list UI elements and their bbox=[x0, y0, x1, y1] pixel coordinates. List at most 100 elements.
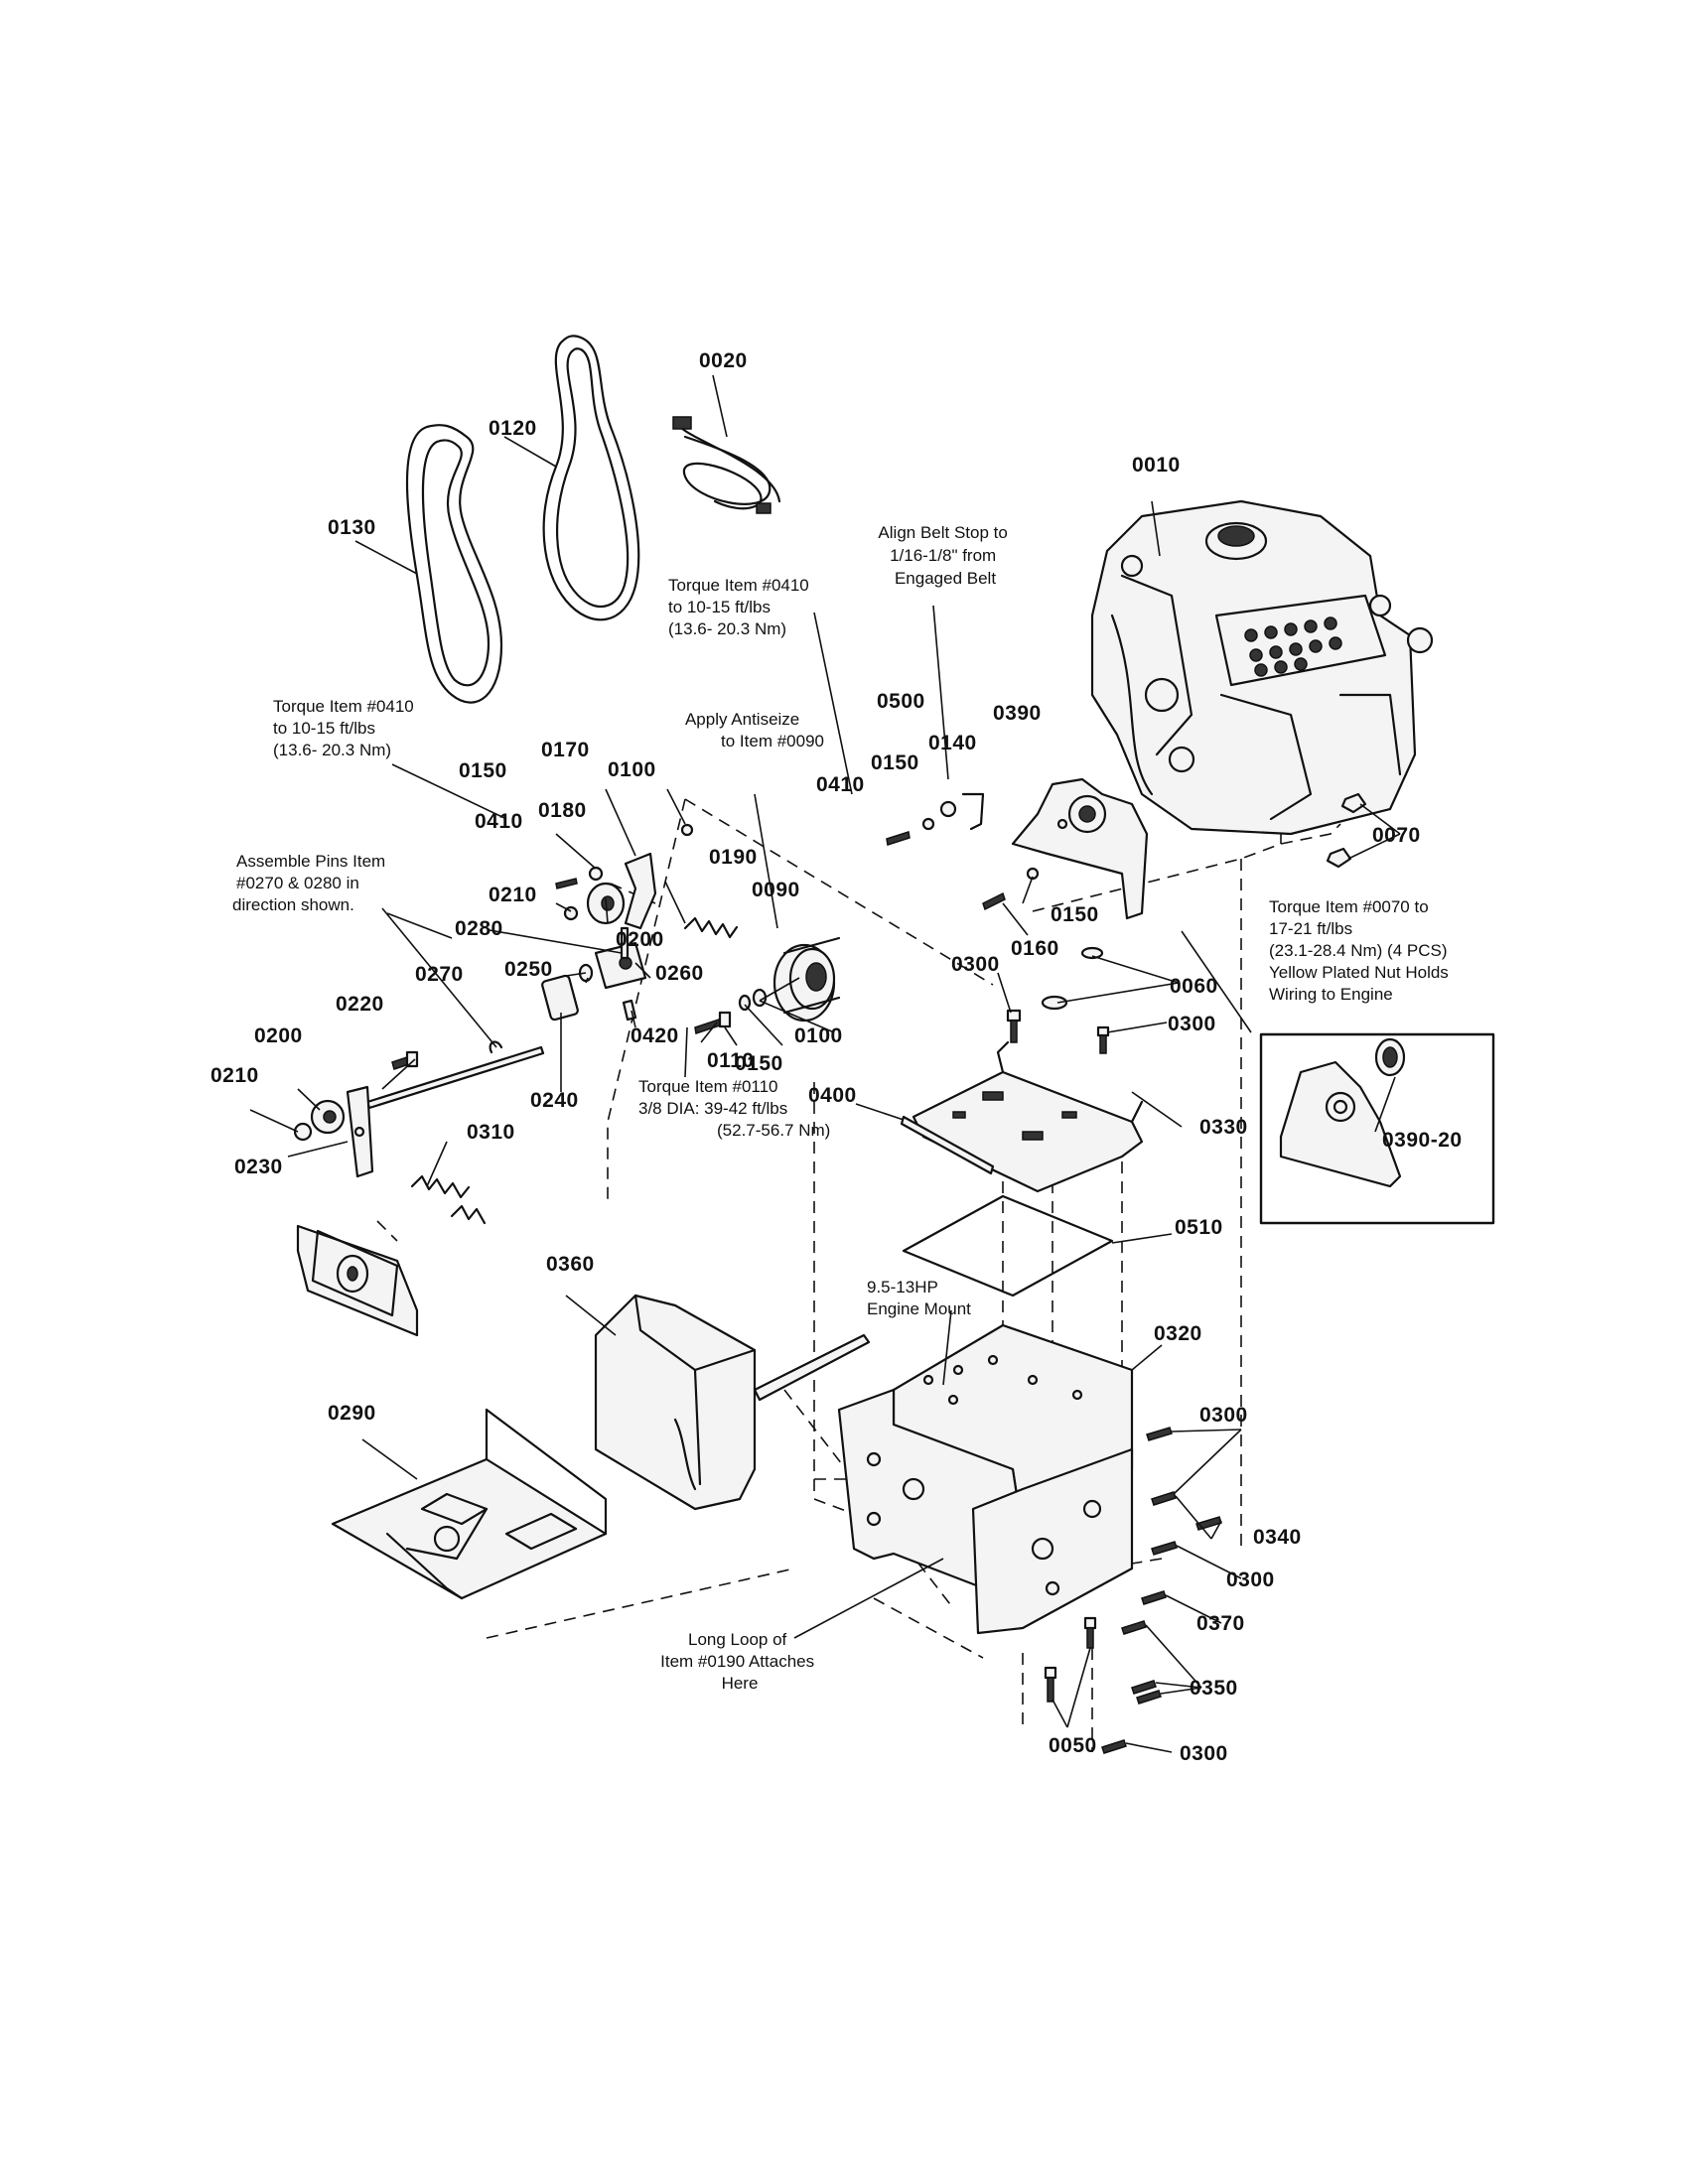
belt-guard-0360 bbox=[594, 1294, 871, 1511]
label-0330: 0330 bbox=[1199, 1116, 1248, 1139]
inset-detail-0390-20 bbox=[1259, 1032, 1495, 1225]
note-torque-0110: Torque Item #0110 3/8 DIA: 39-42 ft/lbs … bbox=[638, 1077, 830, 1140]
label-0400: 0400 bbox=[808, 1084, 857, 1107]
label-0390-20: 0390-20 bbox=[1382, 1129, 1463, 1152]
label-0050: 0050 bbox=[1049, 1734, 1097, 1757]
label-0150-b: 0150 bbox=[459, 759, 507, 782]
label-0370: 0370 bbox=[1196, 1612, 1245, 1635]
label-0410-left: 0410 bbox=[475, 810, 523, 833]
label-0190: 0190 bbox=[709, 846, 758, 869]
frame-holes bbox=[866, 1354, 1102, 1596]
label-0100-b: 0100 bbox=[794, 1024, 843, 1047]
belt-stop-0140 bbox=[961, 792, 985, 831]
pulley-0200-left bbox=[310, 1099, 346, 1135]
engine-0010 bbox=[1090, 499, 1434, 836]
label-0200-a: 0200 bbox=[616, 928, 664, 951]
spring-0310 bbox=[410, 1174, 487, 1225]
nut-0210-left bbox=[293, 1122, 313, 1142]
note-long-loop: Long Loop of Item #0190 Attaches Here bbox=[660, 1630, 819, 1693]
callout-notes: Align Belt Stop to 1/16-1/8" from Engage… bbox=[232, 523, 1449, 1693]
label-0230: 0230 bbox=[234, 1156, 283, 1178]
bolts-frame-right bbox=[1101, 1427, 1222, 1754]
label-0170: 0170 bbox=[541, 739, 590, 761]
bolt-0300-upper-right bbox=[1096, 1025, 1110, 1054]
spring-0190 bbox=[683, 916, 739, 939]
label-0300-e: 0300 bbox=[1180, 1742, 1228, 1765]
label-0300-d: 0300 bbox=[1226, 1569, 1275, 1591]
label-0320: 0320 bbox=[1154, 1322, 1202, 1345]
bracket-assembly-left bbox=[296, 1224, 419, 1337]
label-0500: 0500 bbox=[877, 690, 925, 713]
note-torque-0410-left: Torque Item #0410 to 10-15 ft/lbs (13.6-… bbox=[273, 697, 419, 759]
label-0210-a: 0210 bbox=[489, 884, 537, 906]
label-0070: 0070 bbox=[1372, 824, 1421, 847]
assembly-guide-lines bbox=[376, 798, 1341, 1752]
label-0210-b: 0210 bbox=[210, 1064, 259, 1087]
label-0300-a: 0300 bbox=[951, 953, 1000, 976]
label-0090: 0090 bbox=[752, 879, 800, 901]
label-0220: 0220 bbox=[336, 993, 384, 1016]
note-assemble-pins: Assemble Pins Item #0270 & 0280 in direc… bbox=[232, 852, 390, 914]
washer-0180 bbox=[588, 866, 604, 882]
note-engine-mount: 9.5-13HP Engine Mount bbox=[867, 1278, 971, 1318]
label-0150-a: 0150 bbox=[871, 751, 919, 774]
label-0010: 0010 bbox=[1132, 454, 1181, 477]
gasket-0510 bbox=[902, 1194, 1114, 1297]
label-0140: 0140 bbox=[928, 732, 977, 754]
label-0060: 0060 bbox=[1170, 975, 1218, 998]
bolt-0300-upper-left bbox=[1006, 1009, 1022, 1043]
washer-0100-upper bbox=[680, 823, 694, 837]
label-0240: 0240 bbox=[530, 1089, 579, 1112]
note-antiseize: Apply Antiseize to Item #0090 bbox=[685, 710, 824, 751]
bolt-0160 bbox=[982, 891, 1006, 911]
label-0150-d: 0150 bbox=[1051, 903, 1099, 926]
label-0020: 0020 bbox=[699, 349, 748, 372]
label-0100-a: 0100 bbox=[608, 758, 656, 781]
label-0160: 0160 bbox=[1011, 937, 1059, 960]
label-0250: 0250 bbox=[504, 958, 553, 981]
base-plate-0290 bbox=[331, 1408, 608, 1600]
v-belt-0130 bbox=[405, 424, 503, 704]
label-0410-right: 0410 bbox=[816, 773, 865, 796]
label-0150-c: 0150 bbox=[735, 1052, 783, 1075]
label-0510: 0510 bbox=[1175, 1216, 1223, 1239]
label-0360: 0360 bbox=[546, 1253, 595, 1276]
mount-plate-0330 bbox=[912, 1040, 1144, 1193]
label-0180: 0180 bbox=[538, 799, 587, 822]
v-belt-0120 bbox=[542, 335, 640, 621]
frame-0320 bbox=[837, 1323, 1134, 1635]
washer-0500 bbox=[939, 800, 957, 818]
pin-0280 bbox=[620, 926, 630, 960]
leader-lines bbox=[249, 374, 1401, 1753]
wiring-cable-0020 bbox=[672, 416, 781, 514]
idler-arm-0170 bbox=[624, 852, 657, 930]
label-0130: 0130 bbox=[328, 516, 376, 539]
engine-plate-0390 bbox=[1011, 777, 1149, 920]
note-torque-0410-right: Torque Item #0410 to 10-15 ft/lbs (13.6-… bbox=[668, 576, 814, 638]
label-0310: 0310 bbox=[467, 1121, 515, 1144]
shaft-0270 bbox=[365, 1040, 545, 1110]
label-0300-b: 0300 bbox=[1168, 1013, 1216, 1035]
note-align-belt: Align Belt Stop to 1/16-1/8" from Engage… bbox=[878, 523, 1012, 588]
label-0200-b: 0200 bbox=[254, 1024, 303, 1047]
label-0390: 0390 bbox=[993, 702, 1042, 725]
pulley-0090 bbox=[772, 936, 841, 1023]
washer-0150-right bbox=[921, 817, 935, 831]
bolts-0050 bbox=[1044, 1616, 1097, 1703]
bracket-0260 bbox=[594, 941, 647, 990]
label-0340: 0340 bbox=[1253, 1526, 1302, 1549]
bolt-0110 bbox=[694, 1011, 732, 1034]
label-0280: 0280 bbox=[455, 917, 503, 940]
label-0110: 0110 bbox=[707, 1049, 755, 1072]
bolt-0410-right bbox=[886, 831, 911, 846]
label-0420: 0420 bbox=[631, 1024, 679, 1047]
nuts-0070 bbox=[1326, 792, 1367, 869]
washers-0060 bbox=[1041, 946, 1104, 1011]
label-0260: 0260 bbox=[655, 962, 704, 985]
label-0270: 0270 bbox=[415, 963, 464, 986]
bolt-0410-left bbox=[555, 878, 578, 889]
label-0300-c: 0300 bbox=[1199, 1404, 1248, 1427]
spacer-0240 bbox=[541, 974, 579, 1022]
shaft-0400 bbox=[900, 1115, 995, 1175]
